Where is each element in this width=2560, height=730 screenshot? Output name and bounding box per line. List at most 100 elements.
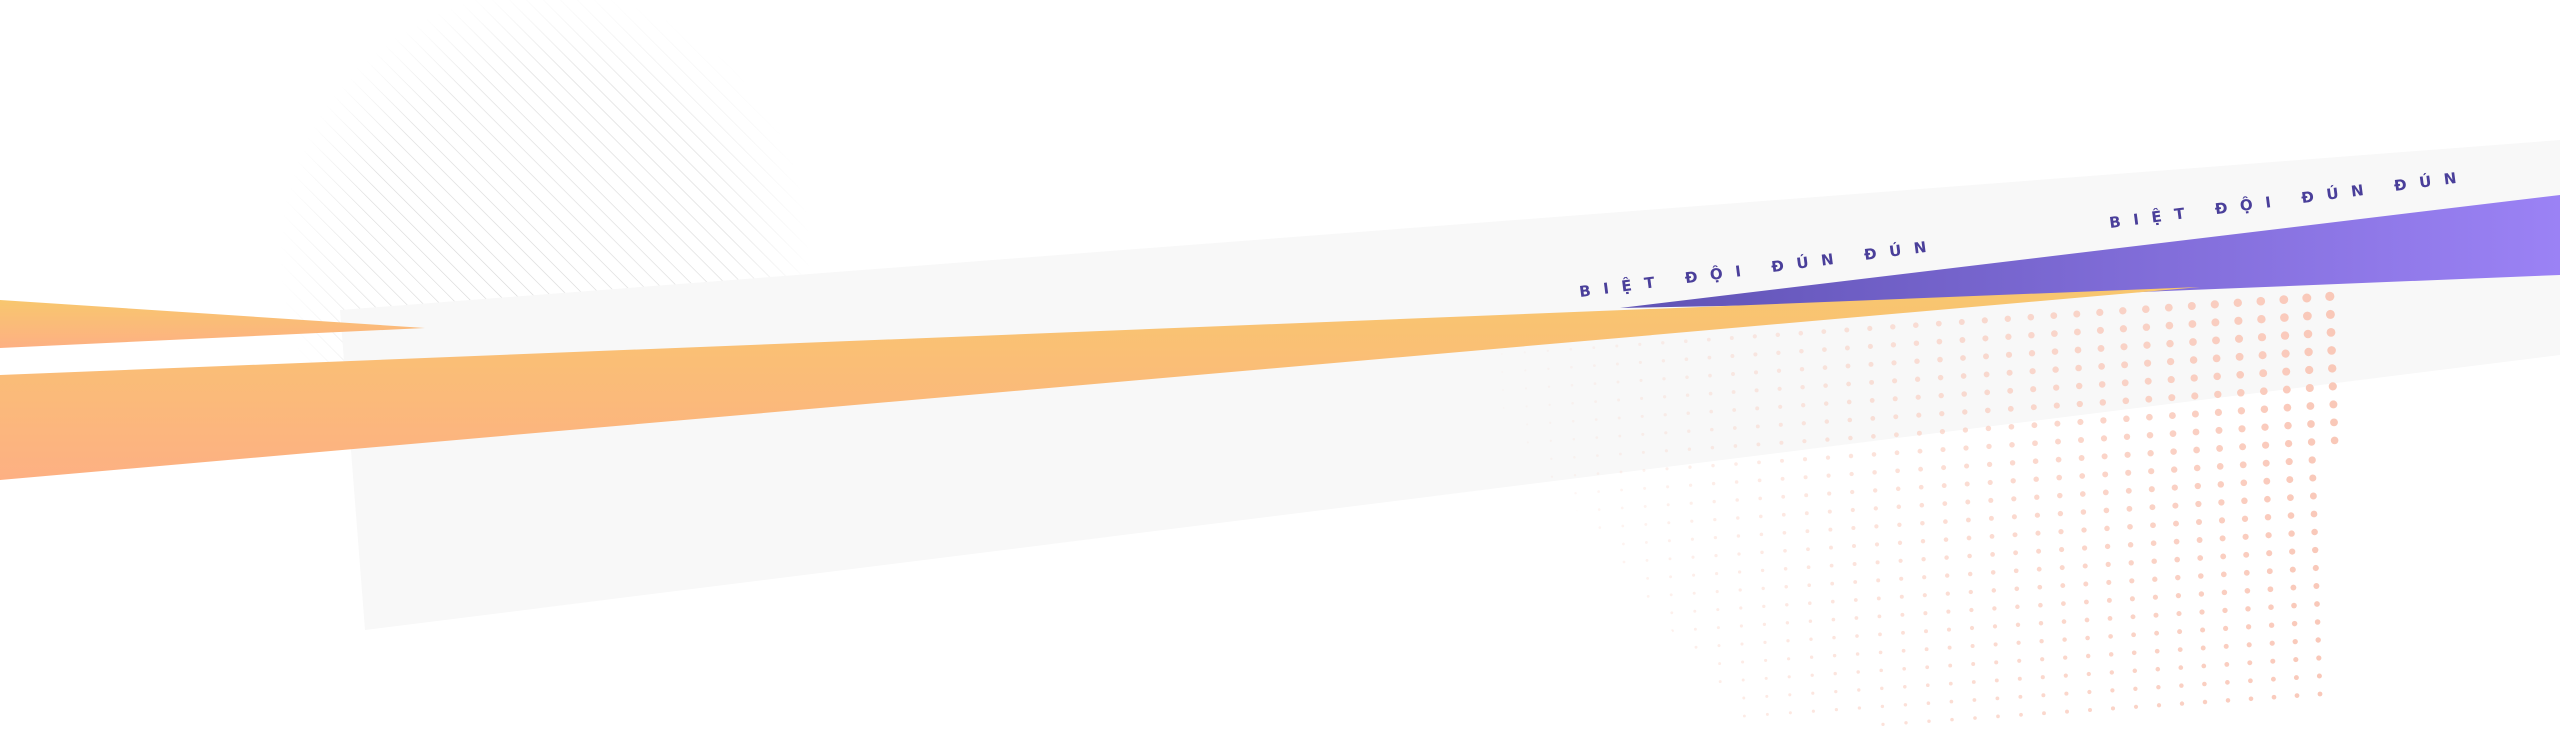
halftone-dot: [1508, 569, 1510, 571]
halftone-dot: [2108, 634, 2113, 639]
halftone-dot: [1571, 401, 1574, 405]
halftone-dot: [1507, 551, 1510, 553]
halftone-dot: [2032, 458, 2039, 465]
halftone-dot: [2013, 568, 2019, 574]
halftone-dot: [2077, 418, 2084, 426]
halftone-dot: [1856, 670, 1860, 674]
halftone-dot: [1526, 423, 1529, 426]
halftone-dot: [1713, 517, 1717, 522]
halftone-dot: [1828, 527, 1833, 532]
halftone-dot: [2260, 405, 2269, 413]
halftone-dot: [1876, 578, 1881, 583]
halftone-dot: [2194, 482, 2201, 490]
halftone-dot: [1638, 360, 1642, 364]
halftone-dot: [1950, 717, 1954, 722]
halftone-dot: [2110, 706, 2116, 711]
halftone-dot: [2259, 369, 2268, 378]
halftone-dot: [1729, 336, 1734, 340]
halftone-dot: [1876, 596, 1881, 601]
halftone-dot: [1687, 429, 1691, 433]
halftone-dot: [1600, 580, 1603, 583]
halftone-dot: [1761, 586, 1765, 591]
halftone-dot: [2236, 370, 2245, 379]
halftone-dot: [1598, 526, 1602, 529]
halftone-dot: [2148, 468, 2155, 475]
halftone-dot: [2313, 583, 2320, 589]
halftone-dot: [1682, 285, 1686, 290]
halftone-dot: [1787, 675, 1791, 679]
halftone-dot: [1693, 609, 1697, 613]
halftone-dot: [1713, 535, 1718, 540]
halftone-dot: [1941, 483, 1947, 489]
halftone-dot: [1924, 629, 1928, 634]
halftone-dot: [2289, 548, 2296, 555]
halftone-dot: [1740, 642, 1744, 646]
halftone-dot: [1594, 400, 1597, 403]
halftone-dot: [1754, 388, 1759, 393]
halftone-dot: [2282, 385, 2291, 394]
halftone-dot: [1640, 396, 1644, 400]
halftone-dot: [2080, 509, 2087, 515]
halftone-dot: [1937, 356, 1943, 363]
halftone-dot: [1894, 450, 1900, 456]
halftone-dot: [2084, 617, 2090, 623]
halftone-dot: [1636, 288, 1640, 293]
halftone-dot: [2315, 637, 2321, 643]
halftone-dot: [1661, 359, 1666, 363]
halftone-dot: [1595, 436, 1599, 439]
halftone-dot: [1685, 393, 1690, 397]
halftone-dot: [1844, 327, 1850, 333]
halftone-dot: [2156, 684, 2161, 690]
halftone-dot: [1834, 689, 1838, 694]
halftone-dot: [2263, 477, 2271, 485]
halftone-dot: [2105, 561, 2111, 568]
halftone-dot: [2244, 587, 2251, 594]
halftone-dot: [1686, 411, 1690, 415]
halftone-dot: [2081, 527, 2087, 533]
halftone-dot: [2237, 389, 2245, 397]
halftone-dot: [1851, 525, 1856, 531]
halftone-dot: [1555, 619, 1558, 622]
halftone-dot: [1665, 467, 1669, 471]
halftone-dot: [1927, 719, 1931, 723]
halftone-dot: [2152, 576, 2158, 582]
halftone-dot: [2057, 510, 2064, 517]
halftone-dot: [2082, 563, 2088, 569]
halftone-dot: [2083, 581, 2089, 587]
halftone-dot: [2032, 440, 2038, 447]
halftone-dot: [2256, 296, 2266, 306]
halftone-dot: [2155, 666, 2161, 672]
halftone-dot: [1783, 548, 1787, 553]
halftone-dot: [1530, 549, 1533, 552]
halftone-dot: [1902, 666, 1907, 671]
halftone-dot: [2040, 657, 2045, 662]
halftone-dot: [1626, 686, 1630, 690]
halftone-dot: [1730, 354, 1735, 358]
halftone-dot: [1550, 457, 1553, 460]
halftone-dot: [2328, 382, 2337, 391]
halftone-dot: [1983, 353, 1989, 360]
halftone-dot: [1508, 587, 1511, 589]
halftone-dot: [2103, 507, 2110, 514]
halftone-dot: [2014, 586, 2020, 592]
halftone-dot: [2110, 688, 2115, 693]
halftone-dot: [2239, 443, 2247, 451]
halftone-dot: [1853, 598, 1858, 602]
halftone-dot: [1708, 391, 1713, 396]
halftone-dot: [1602, 652, 1606, 655]
halftone-dot: [2200, 645, 2206, 651]
halftone-dot: [1711, 463, 1715, 468]
halftone-dot: [1572, 437, 1576, 441]
halftone-dot: [1742, 714, 1746, 718]
halftone-dot: [1739, 624, 1743, 628]
halftone-dot: [1553, 547, 1556, 550]
halftone-dot: [1916, 430, 1922, 436]
halftone-dot: [2225, 680, 2230, 685]
halftone-dot: [2034, 512, 2041, 518]
halftone-dot: [2247, 660, 2253, 666]
halftone-dot: [1570, 383, 1574, 387]
halftone-dot: [2310, 510, 2318, 518]
halftone-dot: [1638, 342, 1642, 346]
halftone-dot: [2007, 387, 2014, 394]
halftone-dot: [1552, 511, 1555, 514]
